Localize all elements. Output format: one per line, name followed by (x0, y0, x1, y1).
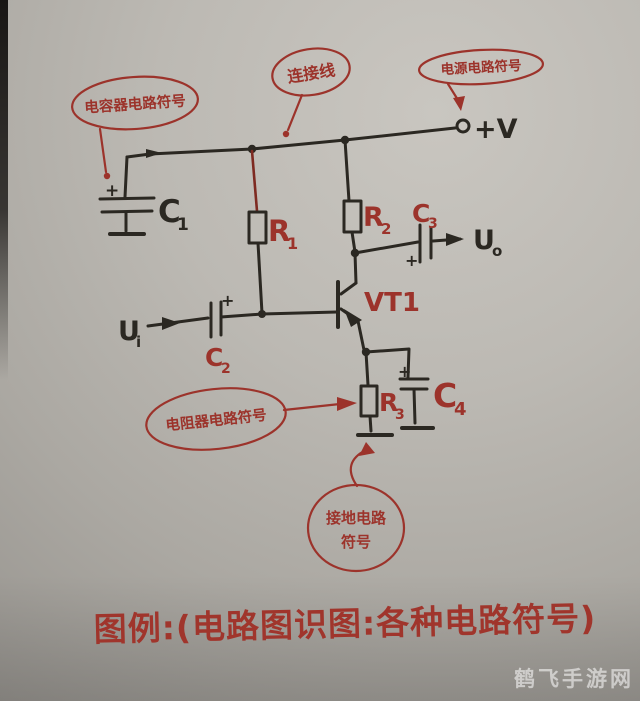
black-labels: +V C 1 U i U o + + + + (105, 114, 518, 381)
r2-top-lead (343, 138, 351, 203)
r3-label-sub: 3 (395, 407, 405, 423)
input-label-sub: i (136, 333, 141, 351)
r1-label-sub: 1 (287, 234, 298, 253)
watermark-text: 鹤飞手游网 (514, 667, 634, 691)
resistor-bubble-label: 电阻器电路符号 (165, 406, 268, 435)
ground-pointer-arrowhead (359, 442, 375, 456)
capacitor-bubble-label: 电容器电路符号 (84, 91, 187, 116)
vt1-label: VT1 (364, 288, 420, 318)
figure-caption: 图例:(电路图识图:各种电路符号) (93, 599, 596, 649)
c2-label-main: C (205, 343, 223, 372)
annotation-bubbles: 电容器电路符号 连接线 电源电路符号 电阻器电路符号 接地电路 符号 (71, 47, 545, 573)
output-label-main: U (473, 225, 495, 256)
c1-label-sub: 1 (177, 215, 189, 235)
r3-top-lead (364, 350, 370, 387)
ground-bubble-outline (306, 483, 406, 573)
c4-label-main: C (433, 376, 457, 415)
c3-label-sub: 3 (428, 216, 438, 232)
ground-bubble-label-line2: 符号 (341, 533, 371, 551)
red-labels: R 1 R 2 C 3 C 2 VT1 R 3 C 4 (205, 199, 467, 423)
r3-label-main: R (379, 388, 398, 417)
r1-label-main: R (268, 214, 290, 248)
c3-polarity-plus: + (405, 251, 418, 270)
wire-bubble-outline (271, 47, 351, 97)
collector-node-wire (353, 240, 420, 255)
input-arrowhead (162, 317, 180, 330)
c4-bottom-lead (412, 387, 417, 425)
junction-dot-base (258, 310, 266, 318)
resistor-pointer-line (282, 402, 342, 412)
vt1-collector-lead (353, 251, 358, 285)
r2-label-main: R (363, 202, 384, 233)
c3-label-main: C (412, 199, 430, 228)
r2-label-sub: 2 (381, 220, 391, 238)
ground-pointer-line (349, 448, 368, 488)
c2-label-sub: 2 (221, 361, 231, 377)
r1-resistor-body (247, 210, 268, 245)
circuit-wires (98, 118, 471, 437)
c1-top-lead (123, 155, 129, 199)
wire-pointer-line (286, 93, 304, 132)
vt1-collector-diagonal (339, 281, 358, 296)
c1-polarity-plus: + (105, 181, 119, 201)
r3-resistor-body (359, 384, 379, 418)
capacitor-pointer-line (98, 127, 108, 174)
power-pointer-line (446, 82, 460, 102)
r2-resistor-body (342, 199, 363, 234)
wire-bubble-label: 连接线 (286, 60, 336, 86)
r1-top-lead-red (250, 149, 259, 213)
r2-bottom-lead (350, 230, 357, 254)
top-rail-wire (125, 126, 457, 159)
ground-bubble-label-line1: 接地电路 (326, 509, 387, 527)
input-wire (146, 316, 210, 328)
vt1-emitter-arrowhead (344, 309, 362, 327)
output-arrowhead (446, 233, 464, 246)
power-rail-label: +V (474, 114, 518, 145)
c1-plate-top (98, 196, 156, 201)
power-terminal-circle (455, 118, 471, 134)
resistor-bubble-outline (145, 387, 287, 451)
c4-branch-wire (364, 347, 411, 379)
input-label-main: U (118, 316, 140, 347)
wire-pointer-tip (282, 130, 290, 138)
power-bubble-outline (417, 48, 545, 86)
base-wire (219, 310, 339, 319)
c1-label-main: C (158, 194, 181, 230)
r1-bottom-lead (256, 241, 264, 315)
resistor-pointer-arrowhead (337, 397, 357, 411)
c4-label-sub: 4 (454, 399, 467, 420)
capacitor-pointer-tip (103, 172, 111, 180)
junction-dot-r1 (247, 144, 257, 154)
photo-left-edge-shadow (0, 0, 8, 380)
r3-bottom-lead (368, 414, 373, 433)
output-label-sub: o (492, 242, 502, 260)
capacitor-bubble-outline (71, 75, 199, 131)
c4-polarity-plus: + (398, 362, 411, 381)
power-pointer-arrowhead (453, 96, 465, 111)
c2-polarity-plus: + (221, 291, 234, 310)
power-bubble-label: 电源电路符号 (440, 57, 522, 78)
rail-arrowhead (146, 149, 162, 158)
